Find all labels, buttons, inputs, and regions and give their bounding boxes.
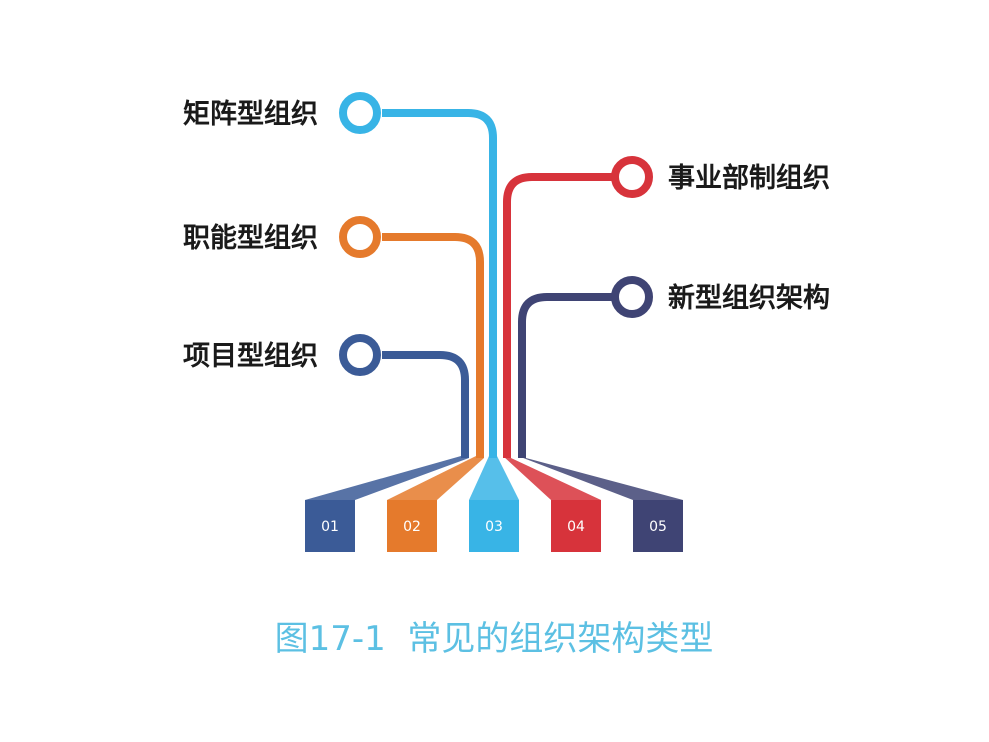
node-label-05: 新型组织架构: [668, 282, 830, 314]
node-labels: 项目型组织 职能型组织 矩阵型组织 事业部制组织 新型组织架构: [183, 98, 830, 372]
ribbon-03: [469, 456, 519, 500]
number-label-01: 01: [321, 519, 339, 535]
ring-nodes: [339, 92, 653, 376]
connector-lines: [382, 109, 612, 458]
connector-line-05: [518, 293, 612, 458]
number-label-02: 02: [403, 519, 421, 535]
ring-node-04: [611, 156, 653, 198]
ribbon-02: [387, 456, 484, 500]
ribbon-04: [503, 456, 601, 500]
connector-line-02: [382, 233, 484, 458]
connector-line-04: [503, 173, 612, 458]
fan-ribbons: [305, 456, 683, 500]
number-box-03: [469, 500, 519, 552]
number-box-02: [387, 500, 437, 552]
ring-node-02: [339, 216, 381, 258]
node-label-01: 项目型组织: [183, 340, 318, 372]
figure-caption: 图17-1 常见的组织架构类型: [275, 619, 714, 659]
number-box-05: [633, 500, 683, 552]
node-label-04: 事业部制组织: [668, 162, 830, 194]
node-label-03: 矩阵型组织: [183, 98, 318, 130]
ring-node-05: [611, 276, 653, 318]
number-label-05: 05: [649, 519, 667, 535]
number-box-04: [551, 500, 601, 552]
ribbon-05: [518, 456, 683, 500]
node-label-02: 职能型组织: [183, 222, 318, 254]
ring-node-03: [339, 92, 381, 134]
number-box-01: [305, 500, 355, 552]
ribbon-01: [305, 456, 469, 500]
number-label-04: 04: [567, 519, 585, 535]
connector-line-03: [382, 109, 497, 458]
connector-line-01: [382, 351, 469, 458]
number-boxes: 01 02 03 04 05: [305, 500, 683, 552]
number-label-03: 03: [485, 519, 503, 535]
ring-node-01: [339, 334, 381, 376]
